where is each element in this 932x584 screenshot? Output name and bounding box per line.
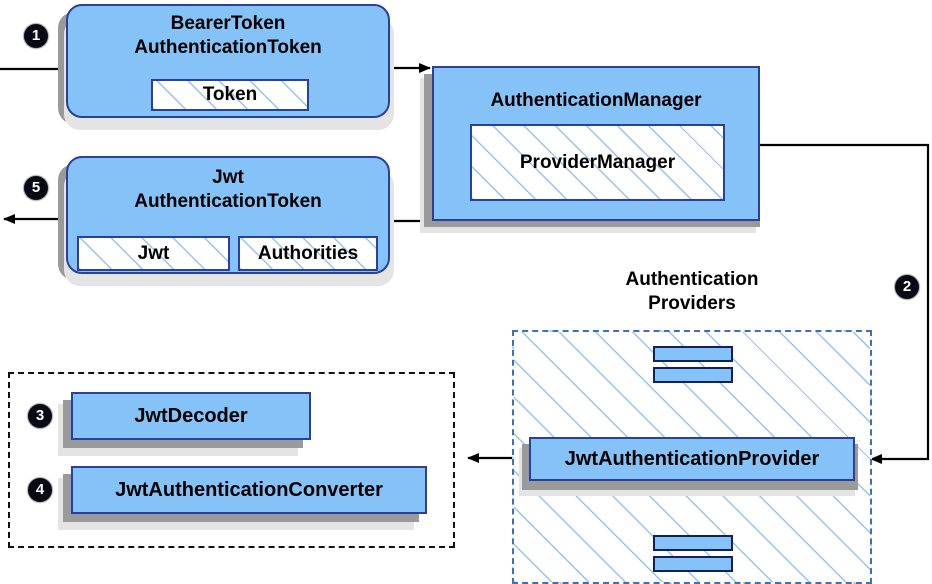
- token-inner-label: Token: [202, 84, 258, 105]
- badge-step-5: 5: [24, 176, 48, 200]
- authentication-manager-box[interactable]: AuthenticationManager ProviderManager: [432, 66, 760, 221]
- provider-manager-label: ProviderManager: [519, 151, 676, 173]
- bearer-token-authentication-token-box[interactable]: BearerToken AuthenticationToken Token: [66, 4, 390, 118]
- jwt-token-title-line1: Jwt: [212, 167, 244, 188]
- jwt-authentication-provider-label: JwtAuthenticationProvider: [564, 447, 820, 470]
- provider-mini-bar-top-2: [653, 367, 733, 383]
- jwt-token-title-line2: AuthenticationToken: [134, 191, 322, 212]
- jwt-decoder-label: JwtDecoder: [134, 404, 248, 427]
- badge-step-1: 1: [24, 24, 48, 48]
- jwt-inner-label: Jwt: [137, 242, 170, 264]
- bearer-token-title-line2: AuthenticationToken: [134, 37, 322, 58]
- jwt-authentication-token-box[interactable]: Jwt AuthenticationToken Jwt Authorities: [66, 156, 390, 274]
- authentication-manager-title: AuthenticationManager: [490, 90, 702, 111]
- authorities-inner-label: Authorities: [257, 242, 359, 264]
- jwt-authentication-provider-box[interactable]: JwtAuthenticationProvider: [529, 437, 855, 481]
- provider-mini-bar-bottom-1: [653, 535, 733, 551]
- jwt-authentication-converter-label: JwtAuthenticationConverter: [115, 478, 383, 501]
- provider-mini-bar-top-1: [653, 346, 733, 362]
- authentication-providers-caption-line2: Providers: [648, 293, 736, 314]
- badge-step-2: 2: [895, 275, 919, 299]
- jwt-decoder-box[interactable]: JwtDecoder: [71, 392, 311, 440]
- authentication-providers-caption-line1: Authentication: [625, 269, 759, 290]
- jwt-inner-box[interactable]: Jwt: [77, 236, 230, 271]
- jwt-authentication-converter-box[interactable]: JwtAuthenticationConverter: [71, 466, 427, 514]
- badge-step-3: 3: [28, 404, 52, 428]
- provider-mini-bar-bottom-2: [653, 556, 733, 572]
- badge-step-4: 4: [28, 478, 52, 502]
- authorities-inner-box[interactable]: Authorities: [238, 236, 378, 271]
- bearer-token-title-line1: BearerToken: [170, 13, 286, 34]
- provider-manager-inner-box[interactable]: ProviderManager: [470, 124, 725, 201]
- token-inner-box[interactable]: Token: [151, 79, 309, 111]
- jwt-support-group-panel: [8, 372, 455, 548]
